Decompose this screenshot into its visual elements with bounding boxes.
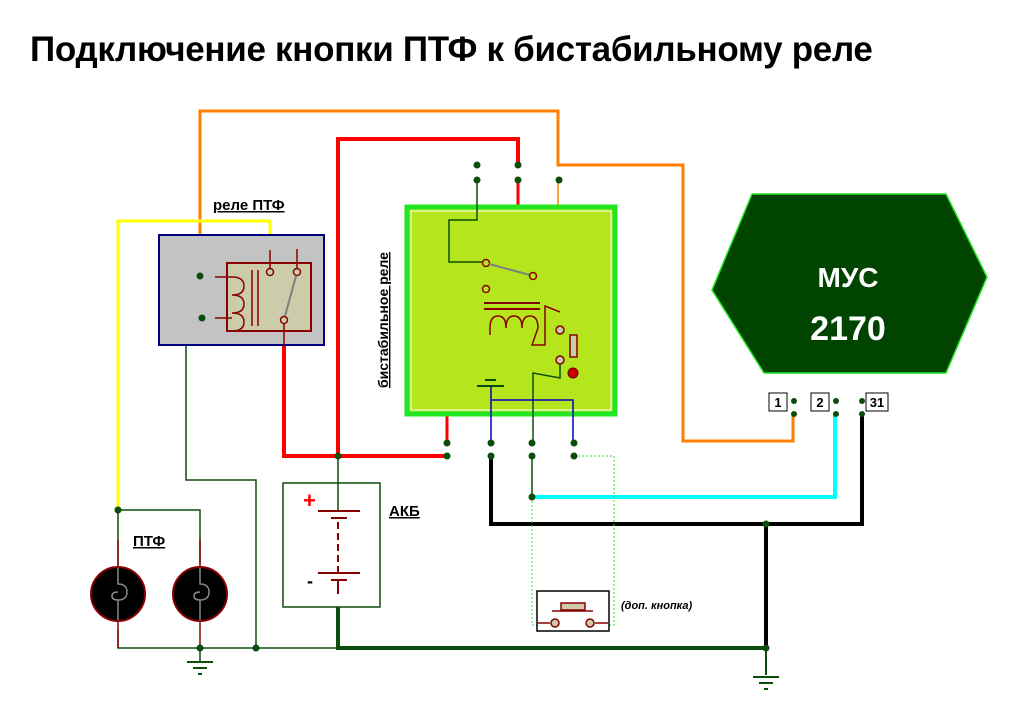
battery-label: АКБ (389, 503, 420, 520)
mus-pin-2: 2 (810, 392, 839, 417)
ptf-relay-label: реле ПТФ (213, 197, 285, 214)
bistable-relay (404, 161, 618, 460)
mus-pin-31: 31 (859, 392, 889, 417)
fog-lights-label: ПТФ (133, 533, 165, 550)
mus-name: МУС (818, 262, 879, 293)
wire-ground-left (117, 630, 338, 649)
extra-button (536, 590, 610, 632)
wire-cyan (532, 413, 837, 499)
mus-module: МУС 2170 (711, 193, 988, 374)
battery: + - (282, 482, 381, 608)
mus-pin-1: 1 (768, 392, 797, 417)
ground-icon (753, 676, 779, 690)
svg-text:31: 31 (870, 395, 884, 410)
svg-text:1: 1 (774, 395, 781, 410)
coil-icon (215, 276, 245, 332)
battery-plus: + (303, 488, 316, 513)
ground-icon (187, 648, 213, 675)
mus-model: 2170 (810, 310, 886, 348)
ptf-relay (158, 234, 325, 346)
wire-dotted-button-b (574, 455, 615, 626)
bistable-relay-label: бистабильное реле (375, 252, 391, 388)
fog-lamp-2 (172, 540, 228, 648)
wire-orange-main (198, 109, 795, 443)
svg-text:2: 2 (816, 395, 823, 410)
extra-button-label: (доп. кнопка) (621, 600, 692, 612)
junctions (114, 452, 770, 652)
diagram-title: Подключение кнопки ПТФ к бистабильному р… (30, 30, 873, 69)
wire-red-top (336, 137, 520, 455)
wire-red-bottom (282, 320, 447, 458)
bistable-coil-icon (489, 304, 561, 346)
battery-minus: - (307, 571, 313, 591)
lamp-filament-icon (111, 568, 128, 620)
wire-black (489, 413, 864, 526)
lamp-filament-icon (193, 568, 210, 620)
fog-lamp-1 (90, 540, 146, 648)
